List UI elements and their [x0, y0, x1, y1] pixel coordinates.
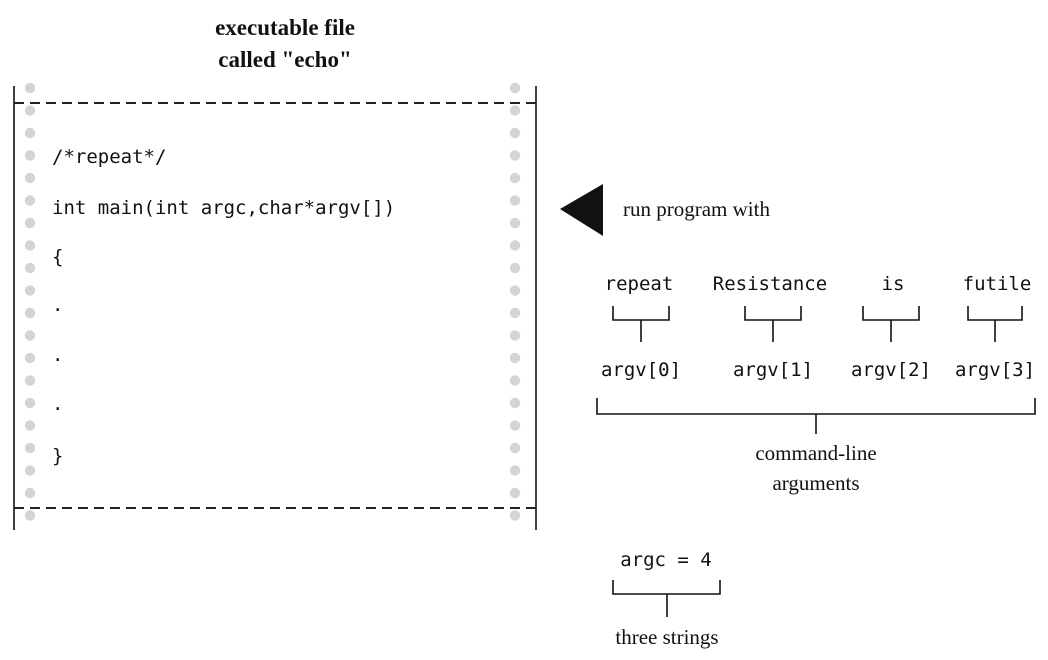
sprocket-hole	[24, 195, 36, 206]
executable-file	[13, 82, 537, 530]
argv-1-label: argv[1]	[733, 359, 813, 381]
bracket-argv1	[744, 306, 802, 342]
sprocket-hole	[509, 442, 521, 454]
sprocket-hole	[24, 127, 36, 139]
sprocket-hole	[509, 352, 521, 364]
sprocket-hole	[24, 510, 36, 521]
bracket-argv0	[612, 306, 670, 342]
argv-2-label: argv[2]	[851, 359, 931, 381]
argc-label: three strings	[615, 625, 718, 649]
code-ellipsis-2: .	[52, 344, 63, 366]
sprocket-hole	[24, 330, 36, 341]
code-ellipsis-3: .	[52, 393, 63, 415]
arg-brackets	[612, 306, 1023, 342]
sprocket-hole	[509, 82, 521, 94]
cmdline-bracket	[596, 398, 1036, 434]
code-open-brace: {	[52, 246, 63, 268]
argc-bracket	[612, 580, 721, 617]
sprocket-hole	[509, 217, 521, 229]
sprocket-hole	[24, 172, 36, 184]
sprocket-hole	[24, 240, 36, 251]
code-main-signature: int main(int argc,char*argv[])	[52, 197, 395, 219]
run-arrow-icon	[560, 184, 603, 236]
sprocket-hole	[509, 105, 521, 116]
sprocket-hole	[24, 420, 36, 431]
arg-resistance: Resistance	[713, 273, 827, 295]
argv-0-label: argv[0]	[601, 359, 681, 381]
sprocket-hole	[24, 352, 36, 364]
bracket-argv2	[862, 306, 920, 342]
sprocket-hole	[509, 195, 521, 206]
code-close-brace: }	[52, 445, 63, 467]
code-comment: /*repeat*/	[52, 146, 166, 168]
sprocket-hole	[509, 150, 521, 161]
cmdline-label-line-1: command-line	[755, 441, 876, 465]
sprocket-hole	[24, 285, 36, 296]
sprocket-hole	[509, 420, 521, 431]
sprocket-hole	[24, 307, 36, 319]
run-label: run program with	[623, 197, 770, 221]
sprocket-holes	[24, 82, 521, 521]
sprocket-hole	[509, 262, 521, 274]
sprocket-hole	[509, 330, 521, 341]
sprocket-hole	[24, 105, 36, 116]
sprocket-hole	[509, 307, 521, 319]
sprocket-hole	[24, 442, 36, 454]
sprocket-hole	[24, 465, 36, 476]
sprocket-hole	[24, 82, 36, 94]
arg-repeat: repeat	[605, 273, 674, 295]
sprocket-hole	[24, 487, 36, 499]
sprocket-hole	[509, 510, 521, 521]
sprocket-hole	[509, 397, 521, 409]
sprocket-hole	[24, 397, 36, 409]
file-title-line-1: executable file	[215, 15, 355, 40]
sprocket-hole	[24, 262, 36, 274]
sprocket-hole	[24, 375, 36, 386]
sprocket-hole	[509, 465, 521, 476]
sprocket-hole	[509, 127, 521, 139]
argv-3-label: argv[3]	[955, 359, 1035, 381]
arg-futile: futile	[963, 273, 1032, 295]
sprocket-hole	[509, 487, 521, 499]
code-ellipsis-1: .	[52, 294, 63, 316]
cmdline-label-line-2: arguments	[772, 471, 859, 495]
arg-is: is	[882, 273, 905, 295]
argc-text: argc = 4	[620, 549, 712, 571]
file-title-line-2: called "echo"	[218, 47, 352, 72]
sprocket-hole	[509, 172, 521, 184]
sprocket-hole	[509, 285, 521, 296]
bracket-argv3	[967, 306, 1023, 342]
sprocket-hole	[24, 217, 36, 229]
sprocket-hole	[509, 240, 521, 251]
sprocket-hole	[24, 150, 36, 161]
sprocket-hole	[509, 375, 521, 386]
